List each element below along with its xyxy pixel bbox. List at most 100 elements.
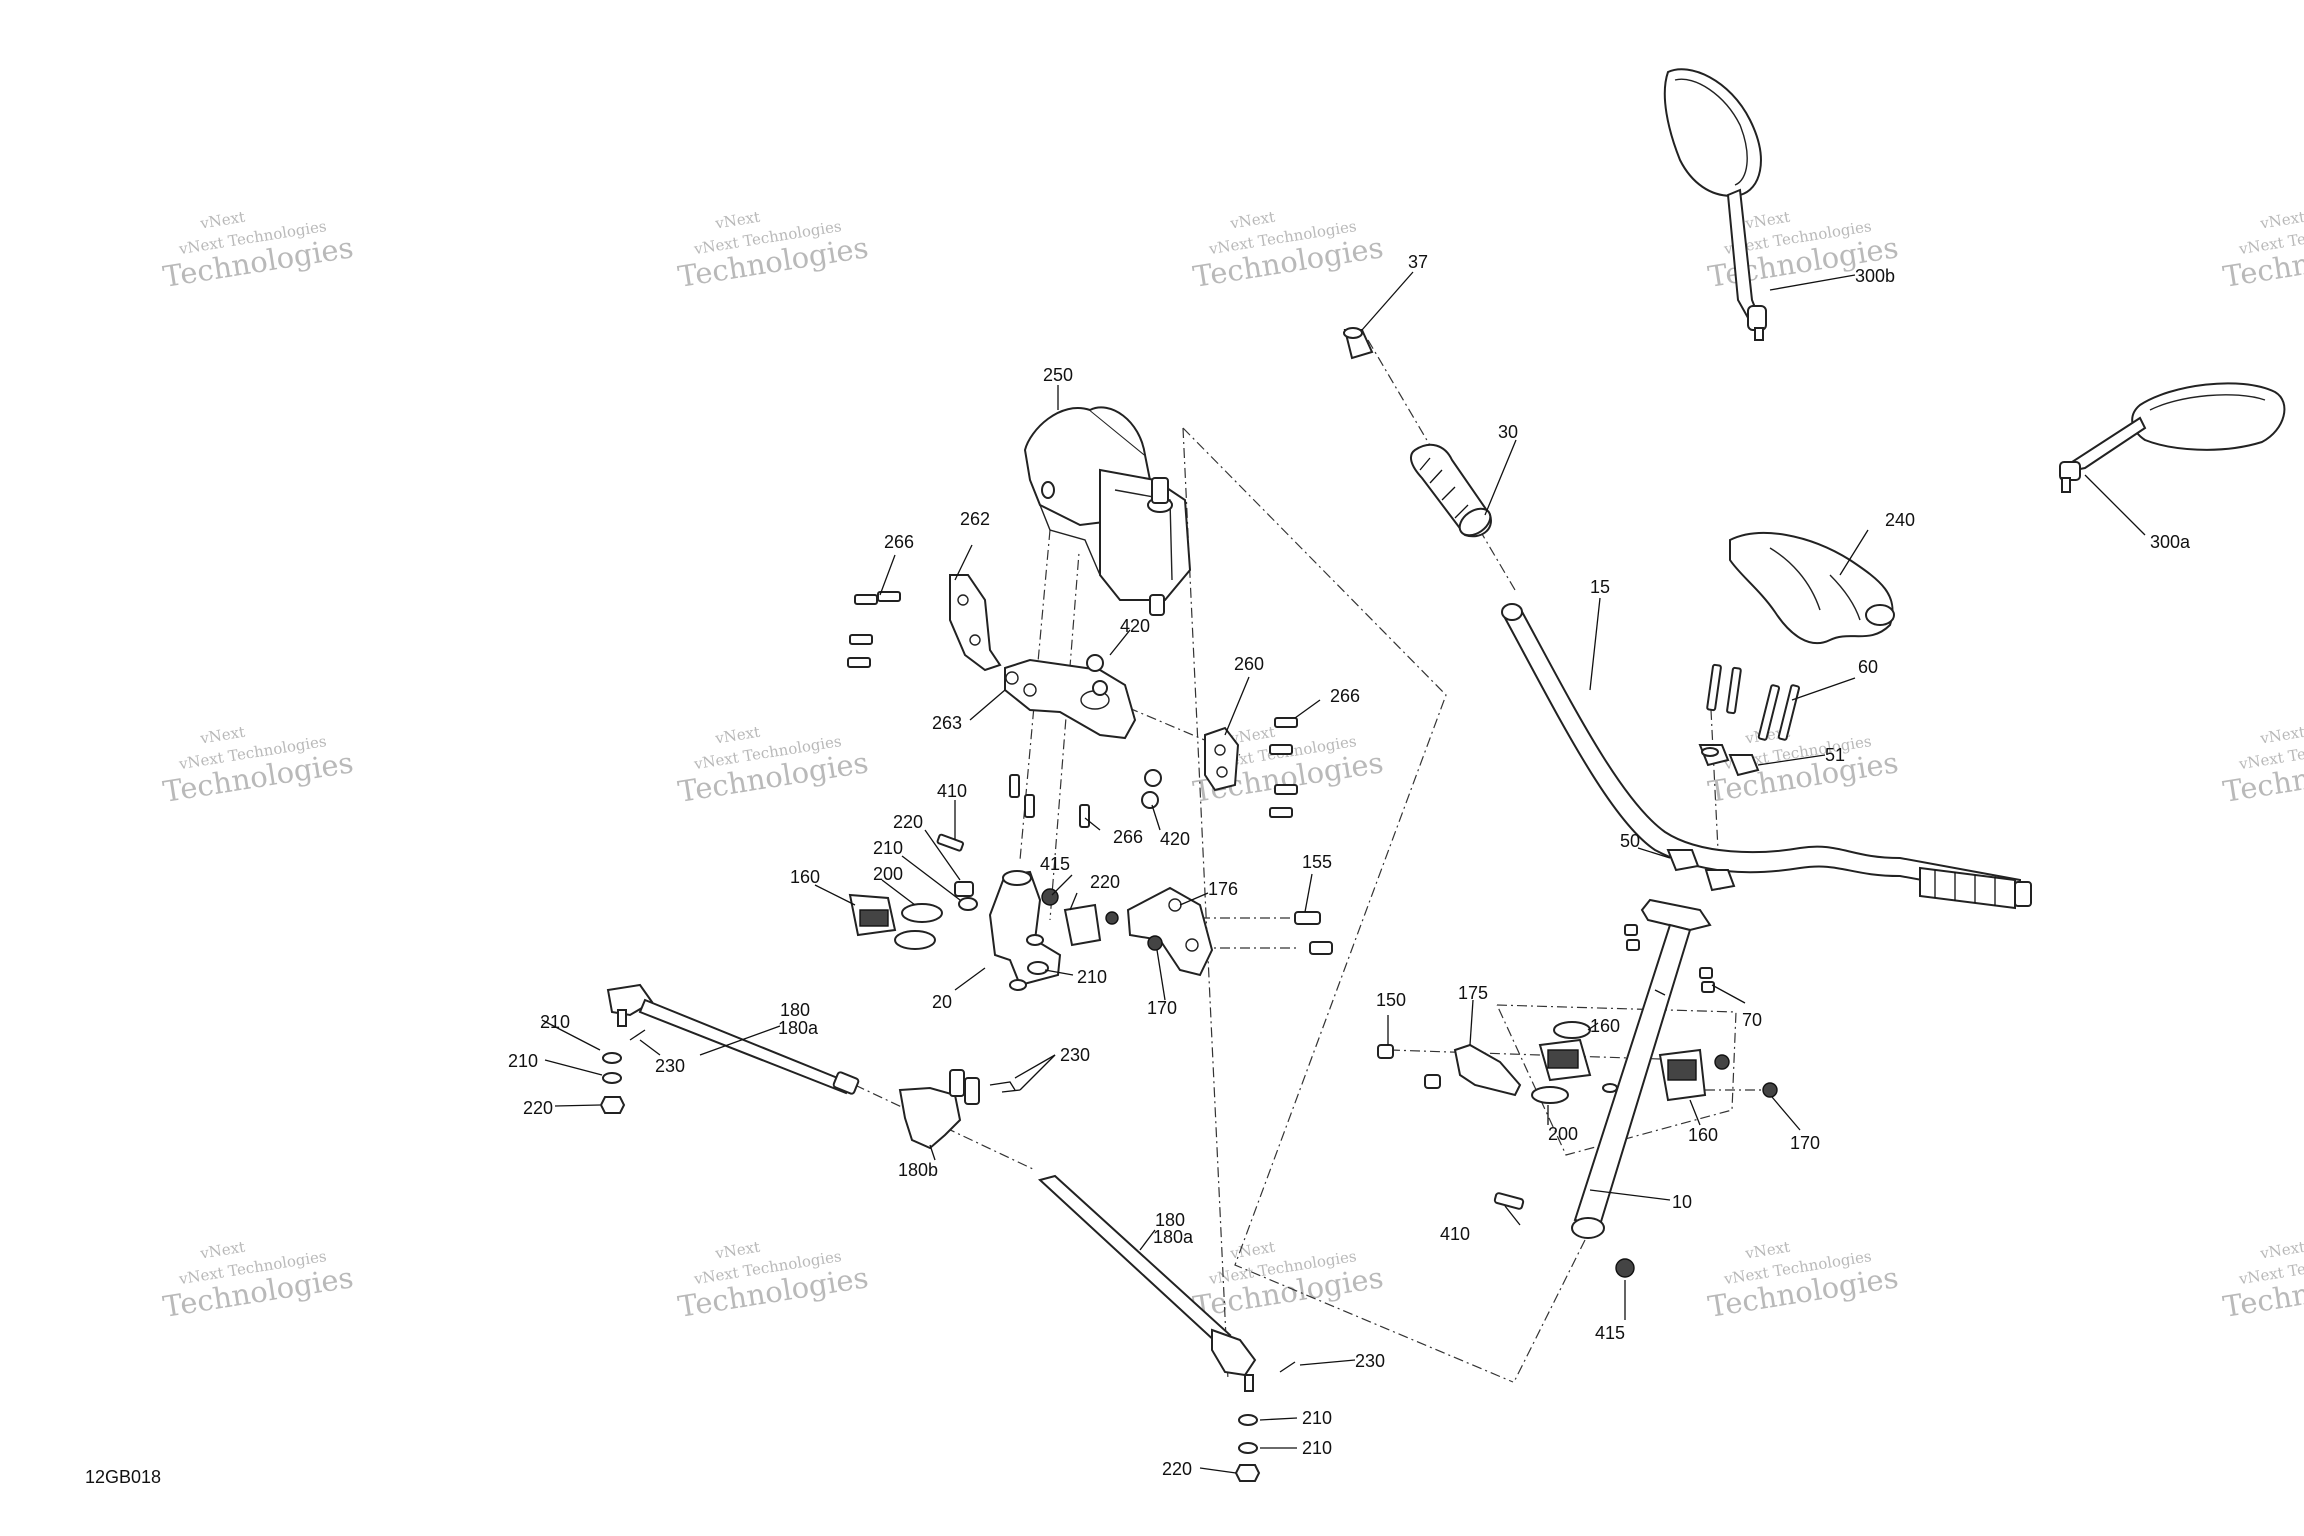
watermark: vNext vNext Technologies Technologies xyxy=(161,723,356,809)
leader-lines xyxy=(541,271,2146,1474)
callout-160: 160 xyxy=(1688,1125,1718,1145)
bolts-266-right[interactable] xyxy=(1269,717,1298,818)
watermark: vNext vNext Technologies Technologies xyxy=(2221,723,2304,809)
callout-210: 210 xyxy=(1077,967,1107,987)
clamp-upper[interactable] xyxy=(1698,744,1760,777)
tie-rod-joint-180b[interactable] xyxy=(898,1069,980,1150)
callout-180a: 180a xyxy=(778,1018,819,1038)
svg-text:vNext: vNext xyxy=(713,723,761,748)
document-id: 12GB018 xyxy=(85,1467,161,1487)
watermark: vNext vNext Technologies Technologies xyxy=(161,208,356,294)
tie-rod-bottom[interactable] xyxy=(1037,1174,1257,1377)
callout-410: 410 xyxy=(1440,1224,1470,1244)
callout-176: 176 xyxy=(1208,879,1238,899)
nut-170-left[interactable] xyxy=(1147,935,1163,951)
bracket-axis-2 xyxy=(1049,539,1081,921)
callout-230: 230 xyxy=(655,1056,685,1076)
callout-263: 263 xyxy=(932,713,962,733)
tie-rod-end-hardware-bottom[interactable] xyxy=(1234,1361,1296,1482)
grip-right[interactable] xyxy=(1919,866,2032,910)
callout-155: 155 xyxy=(1302,852,1332,872)
steering-column[interactable] xyxy=(1571,898,1712,1239)
column-nuts-70[interactable] xyxy=(1624,924,1715,993)
bushing-160-left[interactable] xyxy=(848,893,897,937)
bushing-group-outline xyxy=(1496,1004,1737,1156)
svg-text:vNext: vNext xyxy=(713,208,761,233)
nut-170-right[interactable] xyxy=(1714,1054,1778,1098)
steering-arm[interactable] xyxy=(988,870,1062,987)
svg-text:vNext: vNext xyxy=(1228,208,1276,233)
mirror-left[interactable] xyxy=(1663,68,1767,341)
callout-210: 210 xyxy=(873,838,903,858)
svg-text:vNext: vNext xyxy=(2258,1238,2304,1263)
tie-rod-left[interactable] xyxy=(606,983,860,1095)
mirror-right[interactable] xyxy=(2059,382,2286,493)
callout-220: 220 xyxy=(1090,872,1120,892)
bushing-160-right-upper[interactable] xyxy=(1531,1021,1592,1104)
callout-180: 180 xyxy=(1155,1210,1185,1230)
callout-266: 266 xyxy=(1113,827,1143,847)
callout-70: 70 xyxy=(1742,1010,1762,1030)
callout-415: 415 xyxy=(1595,1323,1625,1343)
callout-420: 420 xyxy=(1120,616,1150,636)
bolts-266-left[interactable] xyxy=(847,591,901,668)
watermark: vNext vNext Technologies Technologies xyxy=(1706,1238,1901,1324)
clamp-lower[interactable] xyxy=(1666,849,1736,892)
power-steering-group-outline xyxy=(1182,427,1514,1383)
callout-50: 50 xyxy=(1620,831,1640,851)
callout-220: 220 xyxy=(893,812,923,832)
washers-210-220-left[interactable] xyxy=(894,881,978,950)
watermark: vNext vNext Technologies Technologies xyxy=(161,1238,356,1324)
callout-210: 210 xyxy=(1302,1438,1332,1458)
callout-420: 420 xyxy=(1160,829,1190,849)
bolt-410-right[interactable] xyxy=(1493,1192,1525,1210)
callout-220: 220 xyxy=(523,1098,553,1118)
watermark: vNext vNext Technologies Technologies xyxy=(1191,1238,1386,1324)
cotter-pins-230[interactable] xyxy=(989,1081,1021,1093)
callout-labels: 250 262 266 420 263 260 266 266 420 410 … xyxy=(508,252,2191,1479)
svg-text:vNext: vNext xyxy=(2258,723,2304,748)
callout-10: 10 xyxy=(1672,1192,1692,1212)
bushing-220-mid[interactable] xyxy=(1063,903,1119,947)
column-lower-axis xyxy=(1514,1239,1586,1381)
bolt-150[interactable] xyxy=(1377,1044,1441,1089)
callout-230: 230 xyxy=(1060,1045,1090,1065)
watermark: vNext vNext Technologies Technologies xyxy=(2221,208,2304,294)
callout-200: 200 xyxy=(1548,1124,1578,1144)
callout-170: 170 xyxy=(1790,1133,1820,1153)
watermark-vnext: vNext xyxy=(198,208,246,233)
callout-266: 266 xyxy=(1330,686,1360,706)
callout-180a: 180a xyxy=(1153,1227,1194,1247)
watermark: vNext vNext Technologies Technologies xyxy=(676,1238,871,1324)
bracket-262[interactable] xyxy=(949,574,1002,672)
bracket-263[interactable] xyxy=(1004,658,1137,740)
svg-text:vNext: vNext xyxy=(1743,1238,1791,1263)
callout-260: 260 xyxy=(1234,654,1264,674)
nut-415-right[interactable] xyxy=(1615,1258,1635,1278)
bolts-266-lower[interactable] xyxy=(1009,774,1090,828)
callout-230: 230 xyxy=(1355,1351,1385,1371)
handlebar-cover[interactable] xyxy=(1729,531,1895,645)
bracket-175[interactable] xyxy=(1453,1043,1522,1097)
callout-15: 15 xyxy=(1590,577,1610,597)
bar-end-weight[interactable] xyxy=(1343,327,1374,360)
power-steering-unit[interactable] xyxy=(1023,406,1192,616)
grip-left[interactable] xyxy=(1409,443,1495,541)
bracket-176[interactable] xyxy=(1126,886,1214,977)
bolts-155[interactable] xyxy=(1294,911,1333,955)
washers-210-arm[interactable] xyxy=(1009,934,1044,991)
callout-170: 170 xyxy=(1147,998,1177,1018)
callout-20: 20 xyxy=(932,992,952,1012)
watermark: vNext vNext Technologies Technologies xyxy=(676,723,871,809)
nuts-420-bottom[interactable] xyxy=(1141,769,1162,809)
bracket-260[interactable] xyxy=(1204,726,1240,792)
svg-text:vNext: vNext xyxy=(2258,208,2304,233)
nuts-420-top[interactable] xyxy=(1086,654,1108,696)
tie-rod-end-hardware-left[interactable] xyxy=(599,1009,646,1114)
callout-37: 37 xyxy=(1408,252,1428,272)
bolt-410-left[interactable] xyxy=(936,833,965,852)
callout-250: 250 xyxy=(1043,365,1073,385)
callout-51: 51 xyxy=(1825,745,1845,765)
bushing-160-right-lower[interactable] xyxy=(1658,1048,1707,1102)
